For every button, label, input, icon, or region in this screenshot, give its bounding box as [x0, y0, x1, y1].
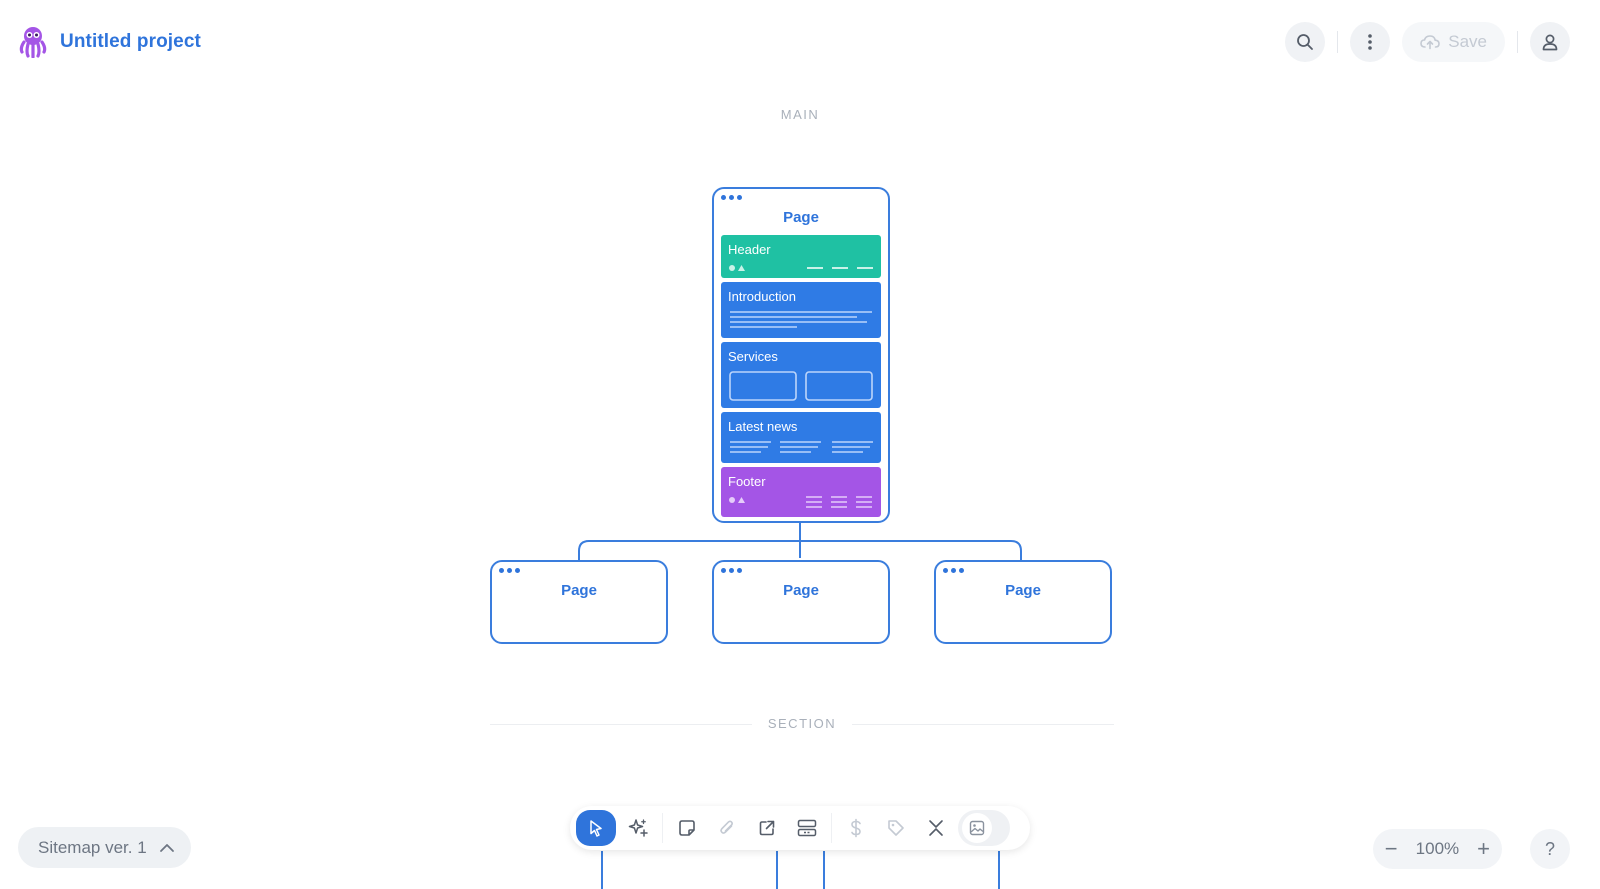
page-title: Page [1005, 582, 1041, 599]
section-card-outline [601, 851, 778, 889]
help-button[interactable]: ? [1530, 829, 1570, 869]
main-page-card[interactable]: Page Header Introduction Services Latest… [712, 187, 890, 523]
block-label: Footer [728, 474, 766, 489]
tag-icon [888, 820, 904, 836]
news-columns-icon [730, 441, 873, 453]
toolbar-divider [662, 813, 663, 843]
image-preview-toggle[interactable] [958, 810, 1010, 846]
text-lines-icon [730, 311, 872, 328]
page-title: Page [783, 209, 819, 226]
divider [1517, 31, 1518, 53]
zoom-in-button[interactable]: + [1477, 836, 1490, 861]
main-section-label: MAIN [780, 107, 820, 122]
sitemap-version-label: Sitemap ver. 1 [38, 837, 147, 857]
page-options-dots-icon[interactable] [499, 568, 520, 573]
select-tool-button[interactable] [576, 810, 616, 846]
section-divider: SECTION [490, 714, 1114, 734]
external-link-icon [759, 820, 775, 836]
search-button[interactable] [1285, 22, 1326, 62]
kebab-menu-icon [1368, 34, 1373, 50]
page-title: Page [783, 582, 819, 599]
paperclip-icon [720, 820, 733, 834]
project-header: Untitled project [18, 26, 201, 58]
footer-wireframe-icon [729, 496, 872, 508]
cards-wireframe-icon [729, 371, 873, 401]
page-options-dots-icon[interactable] [943, 568, 964, 573]
page-options-dots-icon[interactable] [721, 568, 742, 573]
child-page-card-1[interactable]: Page [490, 560, 668, 644]
sitemap-version-button[interactable]: Sitemap ver. 1 [18, 827, 191, 868]
block-latest-news[interactable]: Latest news [721, 412, 881, 463]
collapse-button[interactable] [918, 810, 954, 846]
section-card-outline [823, 851, 1000, 889]
block-footer[interactable]: Footer [721, 467, 881, 517]
project-title[interactable]: Untitled project [60, 31, 201, 52]
header-wireframe-icon [729, 265, 873, 271]
sticky-note-icon [679, 820, 695, 836]
cursor-arrow-icon [590, 820, 602, 837]
top-toolbar: Save [1285, 22, 1570, 62]
collapse-arrows-icon [929, 820, 943, 836]
block-label: Latest news [728, 419, 798, 434]
sparkles-icon [628, 819, 648, 837]
block-label: Services [728, 349, 778, 364]
zoom-controls: − 100% + [1372, 829, 1502, 869]
attachment-button[interactable] [709, 810, 745, 846]
toolbar-divider [831, 813, 832, 843]
dollar-icon [851, 818, 861, 838]
toggle-knob [962, 813, 992, 843]
cloud-upload-icon [1420, 35, 1441, 50]
tag-button[interactable] [878, 810, 914, 846]
divider [1337, 31, 1339, 53]
section-divider-line [852, 724, 1114, 725]
image-icon [969, 820, 985, 836]
page-options-dots-icon[interactable] [721, 195, 742, 200]
block-introduction[interactable]: Introduction [721, 282, 881, 338]
octopus-logo-icon[interactable] [18, 26, 48, 58]
connector-right [800, 540, 1022, 560]
block-header[interactable]: Header [721, 235, 881, 278]
section-label: SECTION [767, 716, 837, 731]
user-icon [1542, 34, 1558, 51]
section-divider-line [490, 724, 752, 725]
child-page-card-2[interactable]: Page [712, 560, 890, 644]
connector-left [578, 540, 800, 560]
sticky-note-button[interactable] [669, 810, 705, 846]
block-services[interactable]: Services [721, 342, 881, 408]
chevron-up-icon [159, 843, 174, 852]
block-label: Header [728, 242, 771, 257]
more-options-button[interactable] [1350, 22, 1391, 62]
section-block-button[interactable] [789, 810, 825, 846]
layout-blocks-icon [797, 819, 817, 837]
child-page-card-3[interactable]: Page [934, 560, 1112, 644]
search-icon [1297, 34, 1314, 50]
block-label: Introduction [728, 289, 796, 304]
zoom-out-button[interactable]: − [1384, 836, 1398, 861]
save-button[interactable]: Save [1402, 22, 1505, 62]
page-title: Page [561, 582, 597, 599]
account-button[interactable] [1530, 22, 1570, 62]
zoom-level[interactable]: 100% [1415, 839, 1460, 858]
tool-palette [570, 806, 1030, 850]
external-link-button[interactable] [749, 810, 785, 846]
save-label: Save [1448, 32, 1487, 51]
ai-generate-button[interactable] [620, 810, 656, 846]
pricing-button[interactable] [838, 810, 874, 846]
